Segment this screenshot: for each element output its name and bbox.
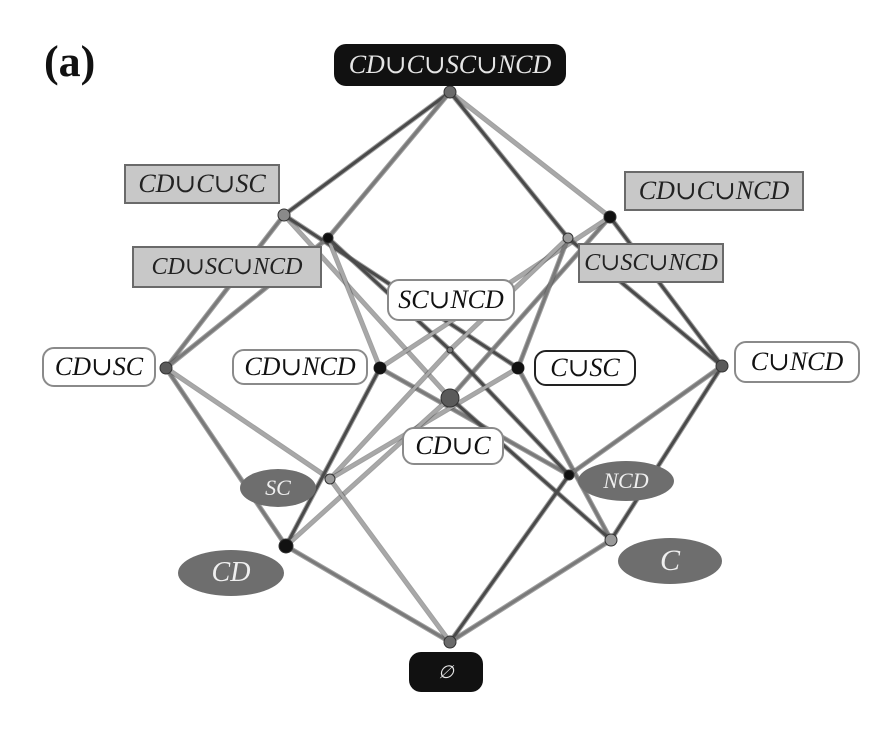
vertex-dot-marker (512, 362, 524, 374)
edge-sc_ncd-sc (328, 348, 452, 481)
node-label-sc: SC (240, 469, 316, 507)
node-label-c-sc-ncd: C∪SC∪NCD (578, 243, 724, 283)
vertices-layer (159, 85, 729, 649)
node-label-ncd: NCD (578, 461, 674, 501)
node-label-cd-c: CD∪C (402, 427, 504, 465)
node-label-c: C (618, 538, 722, 584)
edge-all-cd_c_sc (282, 90, 452, 217)
edge-sc-empty (328, 477, 452, 644)
vertex-cd-c (440, 388, 460, 408)
vertex-cd (278, 538, 294, 554)
edge-sc_ncd-ncd (448, 348, 571, 477)
edge-cd_sc_ncd-cd_ncd (326, 236, 382, 370)
node-label-cd-c-sc: CD∪C∪SC (124, 164, 280, 204)
node-label-all: CD∪C∪SC∪NCD (334, 44, 566, 86)
node-label-cd-sc: CD∪SC (42, 347, 156, 387)
vertex-cd-sc (159, 361, 173, 375)
edge-cd_c-c (448, 396, 613, 542)
edge-c-empty (448, 538, 613, 644)
vertex-sc-ncd (446, 346, 454, 354)
node-label-sc-ncd: SC∪NCD (387, 279, 515, 321)
node-label-cd: CD (178, 550, 284, 596)
node-label-c-sc: C∪SC (534, 350, 636, 386)
node-label-cd-c-ncd: CD∪C∪NCD (624, 171, 804, 211)
edge-cd_c_sc-cd_c (282, 213, 452, 400)
edge-c_sc-c (516, 366, 613, 542)
vertex-empty (443, 635, 457, 649)
vertex-c-ncd (715, 359, 729, 373)
node-label-empty: ∅ (409, 652, 483, 692)
edge-cd_c_ncd-c_ncd (608, 215, 724, 368)
edge-cd_ncd-cd (284, 366, 382, 548)
edge-c_ncd-ncd (567, 364, 724, 477)
vertex-cd-sc-ncd (322, 232, 334, 244)
vertex-dot-marker (374, 362, 386, 374)
edge-cd_sc-cd (164, 366, 288, 548)
vertex-c (604, 533, 618, 547)
edge-all-c_sc_ncd (448, 90, 570, 240)
edge-all-cd_sc_ncd (326, 90, 452, 240)
vertex-cd-c-sc (277, 208, 291, 222)
node-label-cd-ncd: CD∪NCD (232, 349, 368, 385)
edge-c_sc_ncd-c_sc (516, 236, 570, 370)
edge-all-cd_c_ncd (448, 90, 612, 219)
vertex-c-sc-ncd (562, 232, 574, 244)
edge-c_ncd-c (609, 364, 724, 542)
panel-label: (a) (44, 37, 96, 86)
edge-cd-empty (284, 544, 452, 644)
edge-cd_sc-sc (164, 366, 332, 481)
node-label-cd-sc-ncd: CD∪SC∪NCD (132, 246, 322, 288)
vertex-cd-c-ncd (603, 210, 617, 224)
edge-ncd-empty (448, 473, 571, 644)
edge-cd_c_sc-cd_sc (164, 213, 286, 370)
vertex-sc (324, 473, 336, 485)
vertex-all (443, 85, 457, 99)
edge-cd_c-cd (284, 396, 452, 548)
vertex-ncd (563, 469, 575, 481)
node-label-c-ncd: C∪NCD (734, 341, 860, 383)
